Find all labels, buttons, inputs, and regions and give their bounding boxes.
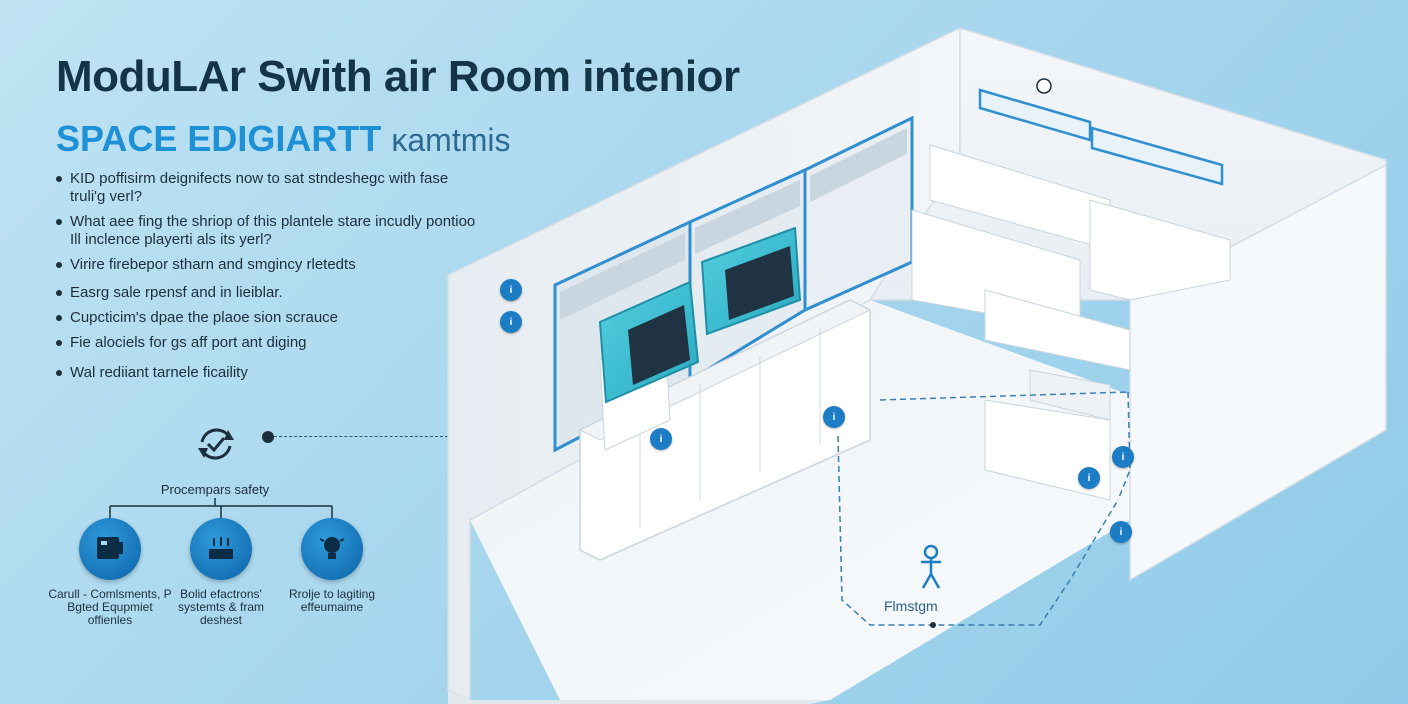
cycle-check-icon bbox=[198, 428, 234, 460]
info-marker[interactable]: i bbox=[500, 279, 522, 301]
panel-icon bbox=[79, 518, 141, 580]
subtitle-suffix: ĸamtmis bbox=[391, 122, 511, 158]
bullet-item: What aee fing the shriop of this plantel… bbox=[56, 213, 486, 249]
back-equipment bbox=[911, 144, 1231, 501]
light-bulb-icon bbox=[301, 518, 363, 580]
bullet-item: Easrg sale rpensf and in lieiblar. bbox=[56, 284, 486, 302]
bullet-item: Wal rediiant tarnele ficaility bbox=[56, 364, 486, 382]
info-marker[interactable]: i bbox=[1112, 446, 1134, 468]
feature-card-electronics: Bolid efactrons' systemts & fram deshest bbox=[156, 518, 286, 627]
info-marker[interactable]: i bbox=[500, 311, 522, 333]
person-icon bbox=[921, 544, 941, 589]
subtitle-main: SPACE EDIGIARTT bbox=[56, 118, 382, 159]
bullet-item: Cupcticim's dpae the plaoe sion scrauce bbox=[56, 309, 486, 327]
bullet-item: Virire firebepor stharn and smgincy rlet… bbox=[56, 256, 486, 274]
feature-label: Carull - Comlsments, P Bgted Equpmiet of… bbox=[48, 587, 172, 627]
feature-card-components: Carull - Comlsments, P Bgted Equpmiet of… bbox=[45, 518, 175, 627]
feature-label: Rrolje to lagiting effeumaime bbox=[288, 587, 376, 614]
callout-dot bbox=[262, 431, 274, 443]
room-floor bbox=[470, 300, 1130, 700]
page-title: ModuLAr Swith air Room intenior bbox=[56, 52, 740, 101]
flow-paths bbox=[837, 391, 1131, 626]
feature-label: Bolid efactrons' systemts & fram deshest bbox=[177, 587, 264, 627]
front-wall-edge bbox=[448, 690, 830, 704]
info-marker[interactable]: i bbox=[1078, 467, 1100, 489]
bullet-item: Fie alociels for gs aff port ant diging bbox=[56, 334, 486, 352]
wall-indicator-strips bbox=[978, 78, 1224, 186]
info-marker[interactable]: i bbox=[650, 428, 672, 450]
bullet-item: KID poffisirm deignifects now to sat stn… bbox=[56, 170, 486, 206]
feature-card-lighting: Rrolje to lagiting effeumaime bbox=[267, 518, 397, 614]
info-marker[interactable]: i bbox=[823, 406, 845, 428]
floor-flow-label: Flmstgm bbox=[884, 598, 938, 614]
process-label: Procempars safety bbox=[160, 482, 270, 497]
control-monitors bbox=[598, 226, 802, 404]
feature-bullet-list: KID poffisirm deignifects now to sat stn… bbox=[56, 170, 486, 389]
spark-board-icon bbox=[190, 518, 252, 580]
info-marker[interactable]: i bbox=[1110, 521, 1132, 543]
